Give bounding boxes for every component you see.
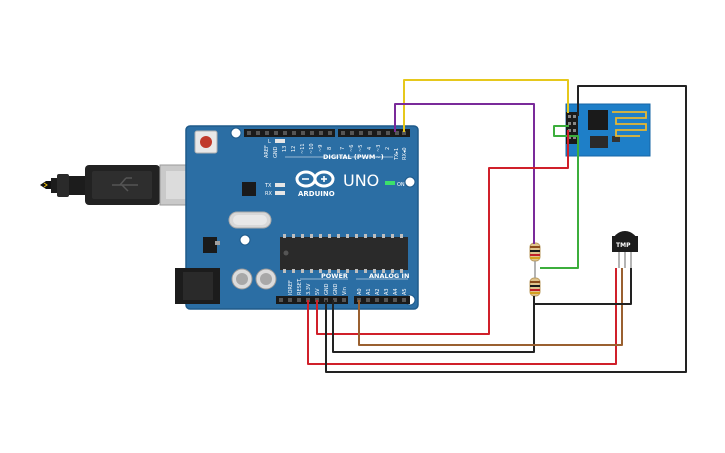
- esp8266-wifi-module[interactable]: [565, 103, 651, 157]
- digital-pin-labels: AREF GND 13 12 ~11 ~10 ~9 8 7 ~6 ~5 4 ~3…: [264, 143, 408, 161]
- wire-red-top: [316, 130, 569, 335]
- led-label-l: L: [268, 139, 271, 145]
- pin-label: 7: [340, 147, 346, 150]
- pin-label: RESET: [297, 278, 303, 295]
- power-label: POWER: [321, 272, 348, 280]
- pin-label: 12: [291, 146, 297, 152]
- crystal-small: [612, 136, 620, 142]
- analog-header[interactable]: [354, 296, 410, 304]
- pin-label: ~9: [318, 145, 324, 152]
- pin-label: RX◂0: [402, 147, 408, 160]
- status-leds: L TX RX ON: [264, 139, 405, 197]
- analog-pin-labels: A0 A1 A2 A3 A4 A5: [357, 288, 408, 295]
- mount-hole: [230, 127, 242, 139]
- wire-red-bottom: [307, 268, 617, 365]
- pin-label: ~3: [376, 145, 382, 152]
- pin-label: 13: [282, 146, 288, 152]
- wires: [307, 79, 687, 373]
- infinity-logo-icon: [295, 170, 335, 188]
- led-label-rx: RX: [265, 191, 272, 197]
- pin-label: 3.3V: [306, 283, 312, 295]
- pin-label: A0: [357, 288, 363, 295]
- pin-label: 4: [367, 147, 373, 150]
- pin-label: Vin: [342, 287, 348, 295]
- capacitor-top: [260, 273, 272, 285]
- usb-chip: [242, 182, 256, 196]
- pin-label: A2: [375, 288, 381, 295]
- module-pins: [568, 115, 576, 139]
- digital-header[interactable]: [244, 129, 410, 137]
- resistor-2[interactable]: [529, 277, 541, 297]
- reset-button-icon[interactable]: [194, 130, 218, 154]
- wire-black-mid: [332, 296, 535, 353]
- flash-chip: [590, 136, 608, 148]
- digital-label: DIGITAL (PWM~): [323, 153, 384, 161]
- pin-label: GND: [273, 146, 279, 158]
- pin-label: GND: [324, 283, 330, 295]
- power-pin-labels: IOREF RESET 3.3V 5V GND GND Vin: [288, 278, 348, 295]
- crystal-inner: [233, 215, 267, 225]
- capacitor-top: [236, 273, 248, 285]
- analog-label: ANALOG IN: [369, 272, 409, 280]
- pin-label: A4: [393, 288, 399, 295]
- on-label: ON: [397, 182, 405, 188]
- pin-label: GND: [333, 283, 339, 295]
- pin-label: ~11: [300, 143, 306, 154]
- esp-chip: [588, 110, 608, 130]
- sensor-legs: [618, 252, 632, 268]
- sensor-label: TMP: [616, 242, 631, 249]
- power-jack-inner: [183, 272, 213, 300]
- usb-cable-icon: [40, 164, 203, 206]
- power-header[interactable]: [276, 296, 348, 304]
- pin-label: 8: [327, 147, 333, 150]
- voltage-regulator: [203, 237, 217, 253]
- model-label: UNO: [343, 171, 379, 190]
- pin-label: IOREF: [288, 280, 294, 295]
- wire-brown: [358, 268, 623, 346]
- wire-black-sensor: [534, 268, 632, 305]
- wire-yellow: [403, 79, 569, 132]
- wire-black-top: [325, 85, 687, 373]
- pin-label: 2: [385, 147, 391, 150]
- pin-label: A3: [384, 288, 390, 295]
- pin-label: ~10: [309, 143, 315, 154]
- mount-hole: [404, 176, 416, 188]
- pin-label: AREF: [264, 145, 270, 158]
- pin-label: TX▸1: [394, 148, 400, 161]
- wire-green: [540, 125, 579, 269]
- led-label-tx: TX: [264, 183, 272, 189]
- pin-label: ~6: [349, 145, 355, 152]
- pin-label: A1: [366, 288, 372, 295]
- pin-label: A5: [402, 288, 408, 295]
- mount-hole: [239, 234, 251, 246]
- regulator-tab: [215, 241, 220, 245]
- pin-label: 5V: [315, 288, 321, 295]
- brand-label: ARDUINO: [298, 190, 335, 198]
- pin-label: ~5: [358, 145, 364, 152]
- tmp-temperature-sensor[interactable]: TMP: [612, 231, 638, 268]
- resistor-1[interactable]: [529, 242, 541, 262]
- atmega-chip: [280, 234, 408, 273]
- wifi-antenna-icon: [612, 111, 647, 137]
- wire-purple: [394, 103, 535, 244]
- arduino-uno-board[interactable]: AREF GND 13 12 ~11 ~10 ~9 8 7 ~6 ~5 4 ~3…: [175, 125, 419, 310]
